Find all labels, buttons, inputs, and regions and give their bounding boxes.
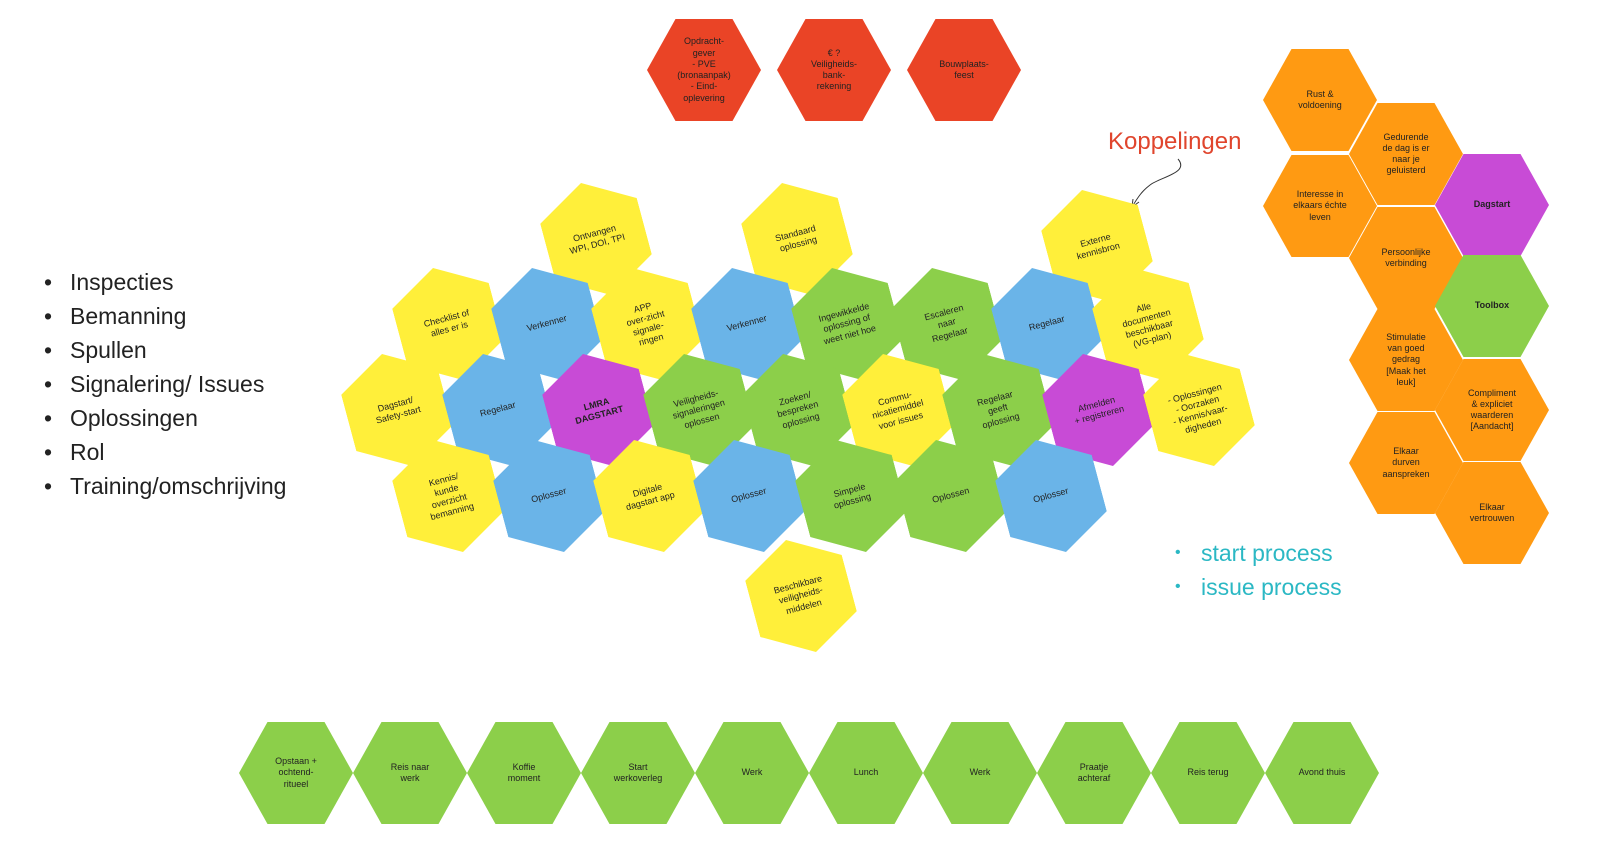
process-list: start process issue process: [1175, 536, 1342, 604]
side-hexe-node[interactable]: Elkaar vertrouwen: [1435, 462, 1549, 564]
hex-label: Persoonlijke verbinding: [1381, 246, 1431, 268]
hex-label: - Oplossingen - Oorzaken - Kennis/vaar- …: [1166, 381, 1229, 436]
hex-label: Dagstart: [1473, 199, 1511, 210]
hex-label: Beschikbare veiligheids- middelen: [772, 573, 824, 616]
hex-label: Oplossen: [931, 485, 971, 506]
hex-label: Bouwplaats- feest: [939, 58, 989, 80]
hex-label: Dagstart/ Safety-start: [374, 394, 422, 426]
hex-label: Praatje achteraf: [1077, 761, 1111, 783]
topic-item: Signalering/ Issues: [44, 367, 286, 401]
side-hexe-node[interactable]: Interesse in elkaars échte leven: [1263, 155, 1377, 257]
hex-label: Commu- nicatiemiddel voor issues: [871, 389, 925, 431]
top-hexe-node[interactable]: Bouwplaats- feest: [907, 19, 1021, 121]
hex-label: Escaleren naar Regelaar: [923, 302, 969, 344]
hex-label: Regelaar: [478, 399, 517, 419]
hex-label: Toolbox: [1474, 300, 1510, 311]
hex-label: Oplosser: [730, 485, 768, 505]
side-hexe-node[interactable]: Dagstart: [1435, 154, 1549, 256]
hex-label: Kennis/ kunde overzicht bemanning: [427, 470, 476, 523]
hex-label: Veiligheids- signaleringen oplossen: [671, 387, 726, 430]
hex-label: Regelaar: [1027, 313, 1066, 333]
hex-label: Oplosser: [530, 485, 568, 505]
hex-label: Oplosser: [1032, 485, 1070, 505]
hex-label: Ingewikkelde oplossing of weet niet hoe: [817, 300, 877, 347]
hex-label: Rust & voldoening: [1298, 88, 1342, 110]
hex-label: Regelaar geeft oplossing: [975, 388, 1021, 431]
top-hexe-node[interactable]: € ? Veiligheids- bank- rekening: [777, 19, 891, 121]
process-item: issue process: [1175, 570, 1342, 604]
side-hexe-node[interactable]: Gedurende de dag is er naar je geluister…: [1349, 103, 1463, 205]
hex-label: Standaard oplossing: [774, 222, 818, 254]
hex-label: Interesse in elkaars échte leven: [1293, 189, 1347, 222]
bottom-hexe-node[interactable]: Avond thuis: [1265, 722, 1379, 824]
hex-label: Avond thuis: [1298, 767, 1346, 778]
bottom-hexe-node[interactable]: Werk: [923, 722, 1037, 824]
topic-item: Training/omschrijving: [44, 469, 286, 503]
topic-item: Rol: [44, 435, 286, 469]
top-hexe-node[interactable]: Opdracht- gever - PVE (bronaanpak) - Ein…: [647, 19, 761, 121]
bottom-hexe-node[interactable]: Praatje achteraf: [1037, 722, 1151, 824]
hex-label: Gedurende de dag is er naar je geluister…: [1382, 131, 1430, 176]
hex-label: Simpele oplossing: [832, 480, 872, 511]
side-hexe-node[interactable]: Elkaar durven aanspreken: [1349, 412, 1463, 514]
topic-item: Bemanning: [44, 299, 286, 333]
hex-label: Werk: [741, 767, 763, 778]
bottom-hexe-node[interactable]: Koffie moment: [467, 722, 581, 824]
hex-label: LMRA DAGSTART: [574, 395, 625, 427]
hex-label: € ? Veiligheids- bank- rekening: [810, 47, 858, 92]
hex-label: Opdracht- gever - PVE (bronaanpak) - Ein…: [677, 36, 731, 103]
hex-label: APP over-zicht signale- ringen: [625, 299, 666, 348]
bottom-hexe-node[interactable]: Reis naar werk: [353, 722, 467, 824]
bottom-hexe-node[interactable]: Reis terug: [1151, 722, 1265, 824]
bottom-hexe-node[interactable]: Start werkoverleg: [581, 722, 695, 824]
side-hexe-node[interactable]: Rust & voldoening: [1263, 49, 1377, 151]
process-item: start process: [1175, 536, 1342, 570]
hex-label: Elkaar vertrouwen: [1469, 501, 1515, 523]
hex-label: Reis terug: [1187, 767, 1229, 778]
hex-label: Werk: [969, 767, 991, 778]
bottom-hexe-node[interactable]: Werk: [695, 722, 809, 824]
hex-label: Compliment & expliciet waarderen [Aandac…: [1467, 387, 1516, 432]
topic-item: Inspecties: [44, 265, 286, 299]
hex-label: Digitale dagstart app: [624, 481, 676, 513]
hex-label: Afmelden + registreren: [1073, 394, 1126, 427]
hex-label: Reis naar werk: [390, 761, 430, 783]
bottom-hexe-node[interactable]: Lunch: [809, 722, 923, 824]
bottom-hexe-node[interactable]: Opstaan + ochtend- ritueel: [239, 722, 353, 824]
topic-item: Oplossingen: [44, 401, 286, 435]
topic-list: Inspecties Bemanning Spullen Signalering…: [44, 265, 286, 503]
side-hexe-node[interactable]: Toolbox: [1435, 255, 1549, 357]
hex-label: Checklist of alles er is: [422, 307, 471, 339]
side-hexe-node[interactable]: Compliment & expliciet waarderen [Aandac…: [1435, 359, 1549, 461]
hex-label: Start werkoverleg: [613, 761, 663, 783]
hex-label: Verkenner: [525, 313, 568, 334]
hex-label: Elkaar durven aanspreken: [1382, 446, 1430, 479]
koppelingen-label: Koppelingen: [1108, 128, 1242, 155]
hex-label: Ontvangen WPI, DOI, TPI: [568, 222, 627, 257]
hex-label: Stimulatie van goed gedrag [Maak het leu…: [1386, 331, 1426, 387]
hex-label: Koffie moment: [507, 761, 541, 783]
hex-label: Externe kennisbron: [1075, 231, 1121, 262]
hex-label: Opstaan + ochtend- ritueel: [275, 756, 317, 789]
hex-label: Verkenner: [725, 313, 768, 334]
hex-label: Zoeken/ bespreken oplossing: [776, 389, 821, 431]
hex-label: Lunch: [853, 767, 879, 778]
topic-item: Spullen: [44, 333, 286, 367]
hex-label: Alle documenten beschikbaar (VG-plan): [1121, 300, 1175, 350]
